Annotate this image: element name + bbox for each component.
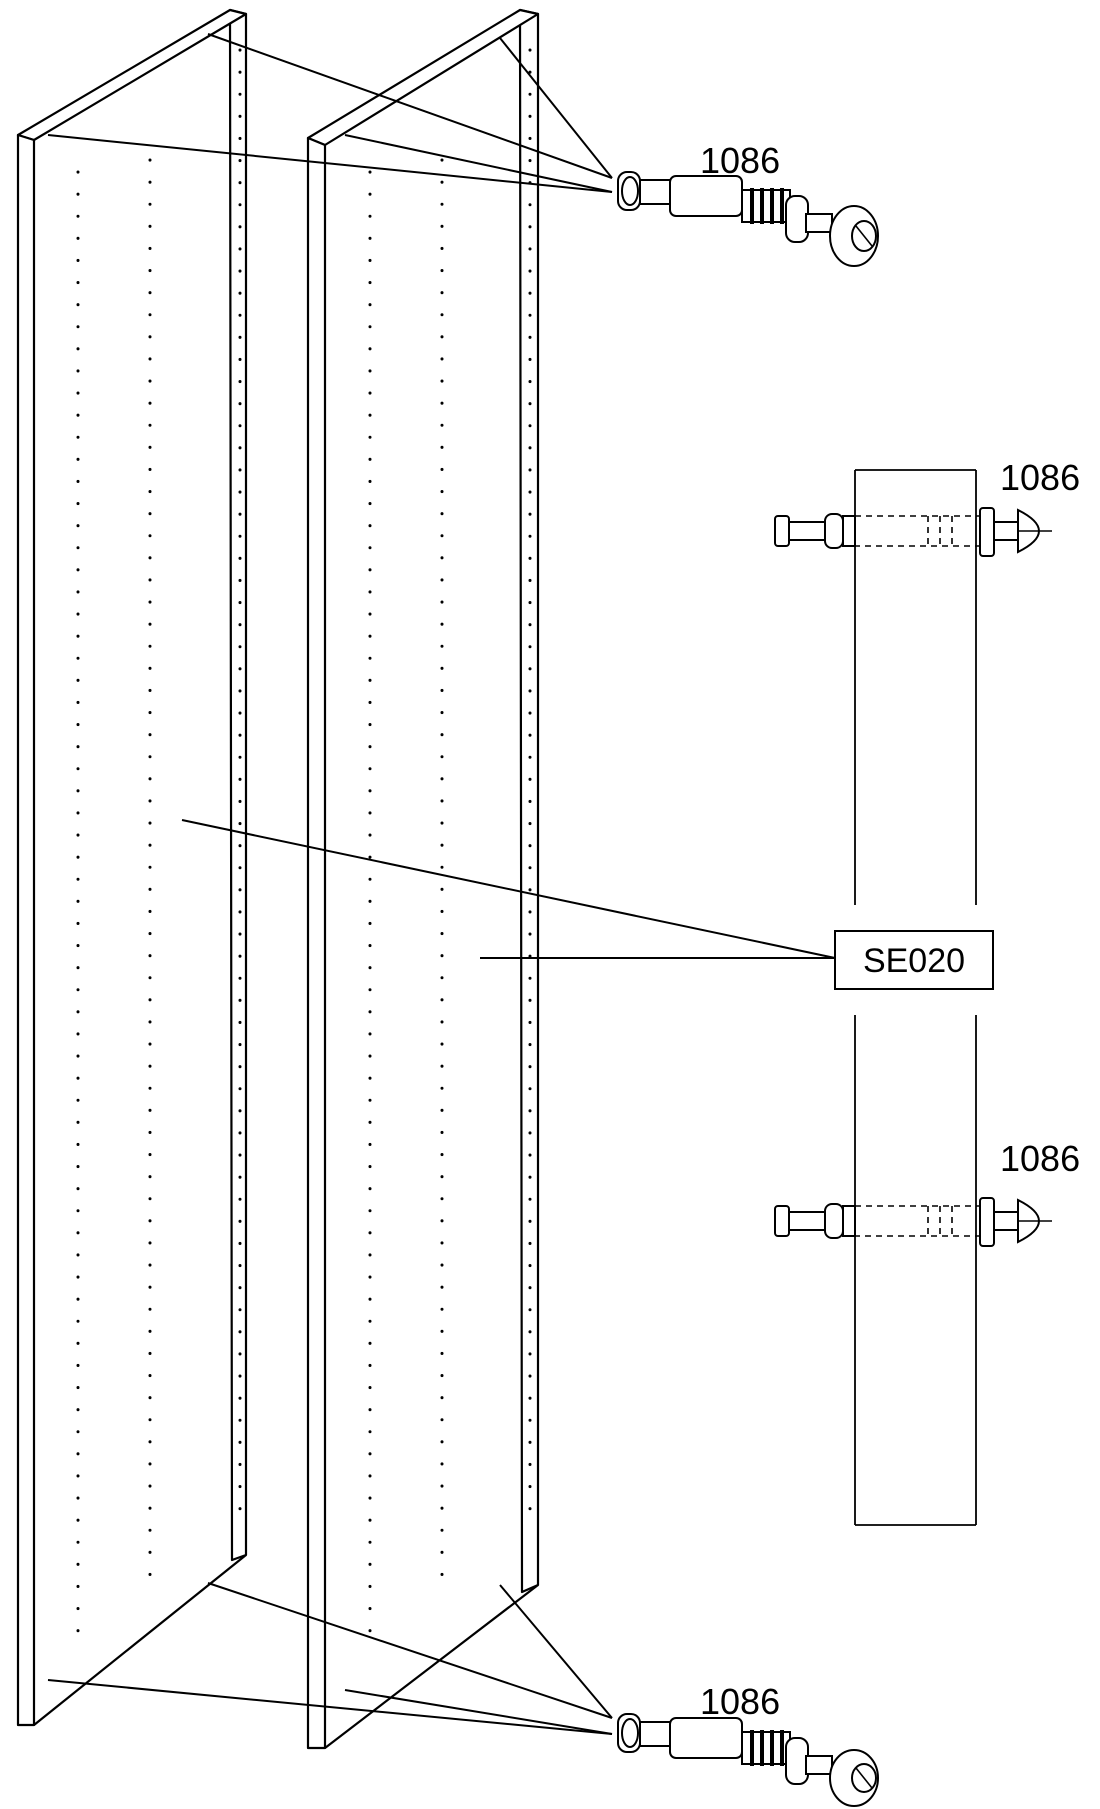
cam-dowel-detail-top <box>774 469 1052 557</box>
cam-dowel-fitting-top <box>47 33 879 267</box>
cam-dowel-fitting-bottom <box>47 1582 879 1807</box>
section-detail <box>854 470 977 1526</box>
fitting-label-detail-top: 1086 <box>1000 457 1080 498</box>
part-label-se020: SE020 <box>863 942 965 980</box>
fitting-label-bottom: 1086 <box>700 1681 780 1722</box>
side-panel-right <box>306 8 540 1750</box>
part-callout-se020: SE020 <box>181 819 994 990</box>
cam-dowel-detail-bottom <box>774 1197 1052 1247</box>
fitting-label-top: 1086 <box>700 140 780 181</box>
fitting-label-detail-bottom: 1086 <box>1000 1138 1080 1179</box>
side-panel-left <box>16 8 248 1727</box>
